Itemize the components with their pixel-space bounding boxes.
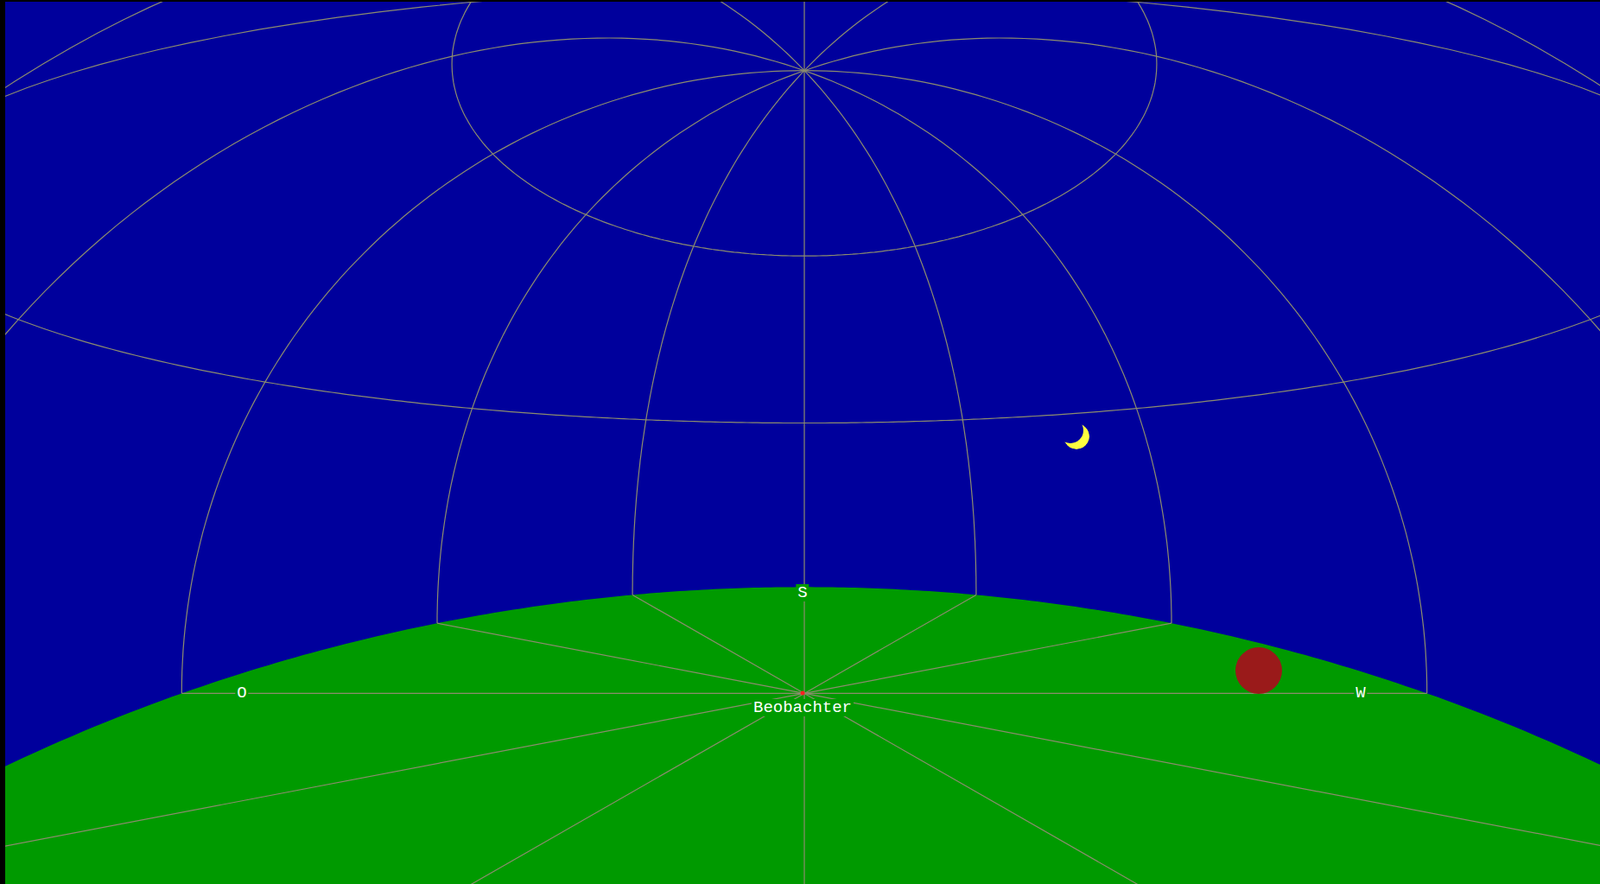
azimuth-line xyxy=(803,586,805,693)
moon-crescent xyxy=(1063,423,1090,450)
ground xyxy=(5,586,1600,884)
ground-grid xyxy=(5,586,1600,884)
ground-disc xyxy=(5,586,1600,884)
direction-label: W xyxy=(1353,684,1367,702)
observer-label: Beobachter xyxy=(751,698,854,717)
azimuth-line xyxy=(437,622,805,693)
direction-label: O xyxy=(234,684,248,702)
azimuth-line xyxy=(804,692,1428,694)
azimuth-line xyxy=(181,692,805,694)
altitude-circle xyxy=(451,1,1157,256)
vertical-circle xyxy=(803,1,805,884)
altitude-circle xyxy=(5,1,1600,424)
azimuth-line xyxy=(803,692,805,884)
vertical-circle xyxy=(181,70,1427,694)
azimuth-line xyxy=(804,622,1172,693)
azimuth-line xyxy=(804,692,1600,884)
azimuth-line xyxy=(632,594,805,693)
direction-label: S xyxy=(795,584,809,602)
azimuth-line xyxy=(5,692,805,884)
azimuth-line xyxy=(804,594,977,693)
azimuth-line xyxy=(804,692,1600,884)
sun xyxy=(1235,647,1283,694)
azimuth-line xyxy=(5,692,805,884)
observer-dot xyxy=(800,691,806,696)
